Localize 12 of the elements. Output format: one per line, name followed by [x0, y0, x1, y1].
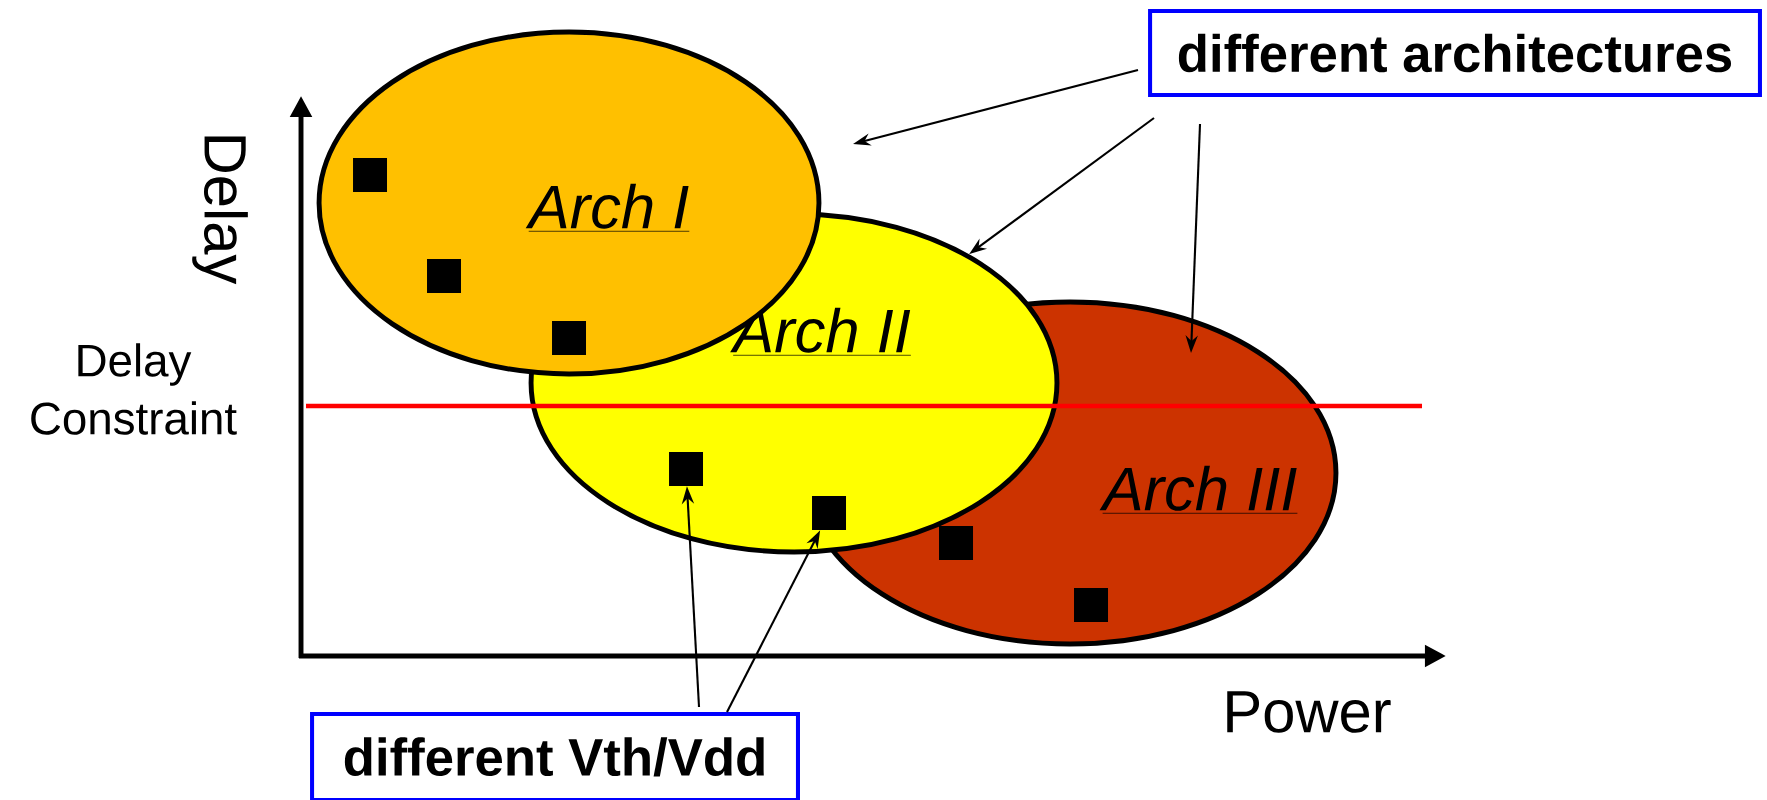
data-point — [353, 158, 387, 192]
data-point — [427, 259, 461, 293]
data-point — [552, 321, 586, 355]
data-point — [939, 526, 973, 560]
callout-box: different architectures — [1148, 9, 1762, 97]
callout-box: different Vth/Vdd — [310, 712, 800, 800]
data-point — [812, 496, 846, 530]
axis-label: Delay — [192, 136, 248, 285]
data-point — [1074, 588, 1108, 622]
constraint-label: Delay Constraint — [31, 343, 237, 435]
data-point — [669, 452, 703, 486]
axis-label: Power — [1227, 691, 1391, 733]
